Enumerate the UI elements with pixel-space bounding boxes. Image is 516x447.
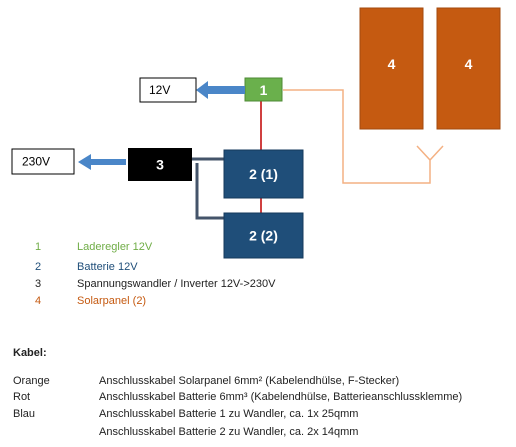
legend-text: Solarpanel (2) <box>77 295 147 307</box>
blue-cable-battery2-inverter <box>195 163 224 220</box>
cable-description: Anschlusskabel Batterie 1 zu Wandler, ca… <box>99 408 359 420</box>
cable-description: Anschlusskabel Batterie 6mm³ (Kabelendhü… <box>99 391 463 403</box>
legend-number: 1 <box>35 241 42 253</box>
inverter-label: 3 <box>156 157 164 173</box>
ac-output-arrow <box>78 154 126 170</box>
legend-text: Laderegler 12V <box>77 241 153 253</box>
solar-panel-1-label: 4 <box>388 56 396 72</box>
solar-panel-2-label: 4 <box>465 56 473 72</box>
cable-name: Blau <box>13 408 36 420</box>
dc-output-box: 12V <box>139 77 197 103</box>
solar-panel-1: 4 <box>359 7 424 130</box>
cable-description: Anschlusskabel Solarpanel 6mm² (Kabelend… <box>99 375 400 387</box>
battery-1-label: 2 (1) <box>249 166 278 182</box>
inverter-box: 3 <box>128 148 192 181</box>
ac-output-label: 230V <box>22 155 50 169</box>
orange-cable <box>283 89 444 184</box>
ac-output-box: 230V <box>11 148 75 175</box>
legend-text: Batterie 12V <box>77 261 138 273</box>
cable-description: Anschlusskabel Batterie 2 zu Wandler, ca… <box>99 426 359 438</box>
charge-controller-label: 1 <box>260 82 268 98</box>
battery-2-box: 2 (2) <box>223 212 304 259</box>
solar-panel-2: 4 <box>436 7 501 130</box>
cable-name: Orange <box>13 375 50 387</box>
legend-number: 4 <box>35 295 42 307</box>
cable-section-title: Kabel: <box>13 347 47 359</box>
legend-text: Spannungswandler / Inverter 12V->230V <box>77 278 276 290</box>
wiring-diagram: 4 4 1 2 (1) 2 (2) 3 12V 230V <box>11 7 501 259</box>
dc-output-label: 12V <box>149 83 170 97</box>
legend-number: 2 <box>35 261 42 273</box>
legend-number: 3 <box>35 278 42 290</box>
battery-2-label: 2 (2) <box>249 228 278 244</box>
charge-controller-box: 1 <box>244 77 283 102</box>
battery-1-box: 2 (1) <box>223 149 304 199</box>
dc-output-arrow <box>196 81 245 99</box>
cable-name: Rot <box>13 391 31 403</box>
